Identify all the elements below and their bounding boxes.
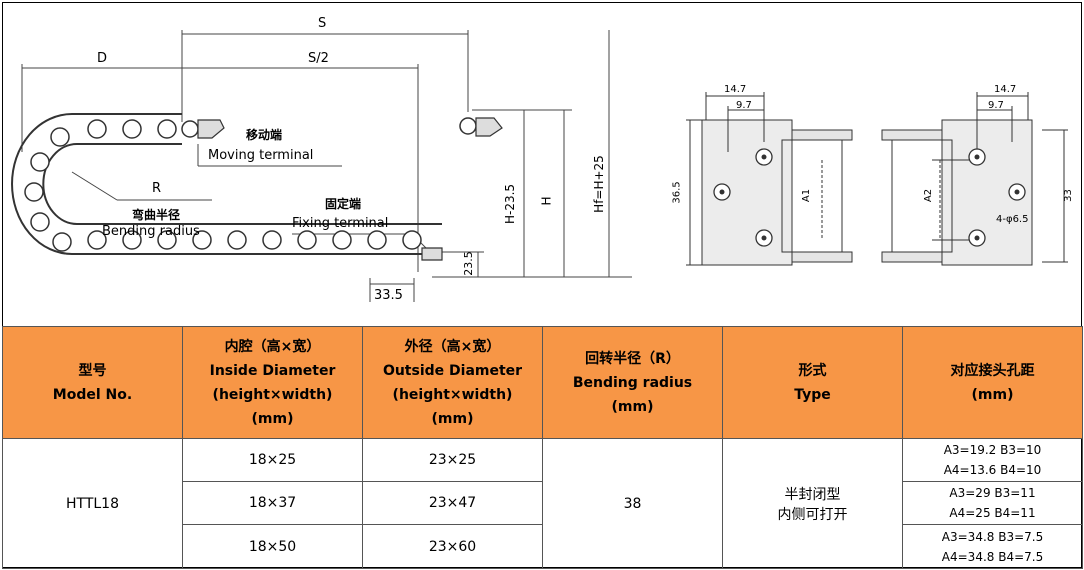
table-row: 18×50 23×60 A3=34.8 B3=7.5 A4=34.8 B4=7.… [3,524,1083,569]
outside-cell: 23×47 [362,481,543,525]
dim-33-5-label: 33.5 [374,288,403,303]
dim-a2-label: A2 [923,188,935,203]
bending-radius-cell: 38 [542,438,723,569]
dim-r-label: R [152,181,162,196]
fixing-terminal-cn: 固定端 [325,197,362,211]
moving-terminal-cn: 移动端 [246,128,283,142]
model-cell: HTTL18 [2,438,183,569]
header-hole-distance: 对应接头孔距 (mm) [902,326,1083,439]
dim-14-7-right: 14.7 [994,84,1017,95]
diagram-drawing [11,30,1068,302]
drag-chain-diagram: S D S/2 移动端 Moving terminal R 弯曲半径 Bendi… [2,2,1082,326]
type-cell: 半封闭型 内侧可打开 [722,438,903,569]
dim-s2-label: S/2 [308,51,329,66]
hole-distance-cell: A3=29 B3=11 A4=25 B4=11 [902,481,1083,525]
header-model: 型号 Model No. [2,326,183,439]
header-bending-radius: 回转半径（R） Bending radius (mm) [542,326,723,439]
hole-distance-cell: A3=19.2 B3=10 A4=13.6 B4=10 [902,438,1083,482]
bending-radius-cn: 弯曲半径 [132,208,181,222]
dim-23-5-label: 23.5 [461,251,475,276]
dim-36-5-label: 36.5 [671,181,683,204]
dim-s-label: S [318,16,327,31]
inside-cell: 18×37 [182,481,363,525]
table-row: 18×37 23×47 A3=29 B3=11 A4=25 B4=11 [3,481,1083,525]
hole-distance-cell: A3=34.8 B3=7.5 A4=34.8 B4=7.5 [902,524,1083,569]
outside-cell: 23×60 [362,524,543,569]
dim-h-minus-label: H-23.5 [503,183,518,225]
outside-cell: 23×25 [362,438,543,482]
spec-table: 型号 Model No. 内腔（高×宽） Inside Diameter (he… [2,326,1083,569]
header-outside-diameter: 外径（高×宽） Outside Diameter (height×width) … [362,326,543,439]
dim-9-7-right: 9.7 [988,100,1004,111]
bending-radius-en: Bending radius [102,224,200,239]
moving-terminal-en: Moving terminal [208,148,314,163]
header-row: 型号 Model No. 内腔（高×宽） Inside Diameter (he… [2,326,1083,439]
dim-33-label: 33 [1062,189,1074,202]
dim-hf-label: Hf=H+25 [591,155,606,213]
dim-9-7-left: 9.7 [736,100,752,111]
header-type: 形式 Type [722,326,903,439]
inside-cell: 18×25 [182,438,363,482]
holes-label: 4-φ6.5 [996,214,1029,225]
fixing-terminal-en: Fixing terminal [292,216,389,231]
dim-a1-label: A1 [801,188,813,203]
table-row: HTTL18 18×25 23×25 38 半封闭型 内侧可打开 A3=19.2… [2,438,1083,569]
dim-d-label: D [97,51,108,66]
dim-14-7-left: 14.7 [724,84,747,95]
dim-h-label: H [539,196,554,206]
inside-cell: 18×50 [182,524,363,569]
header-inside-diameter: 内腔（高×宽） Inside Diameter (height×width) (… [182,326,363,439]
